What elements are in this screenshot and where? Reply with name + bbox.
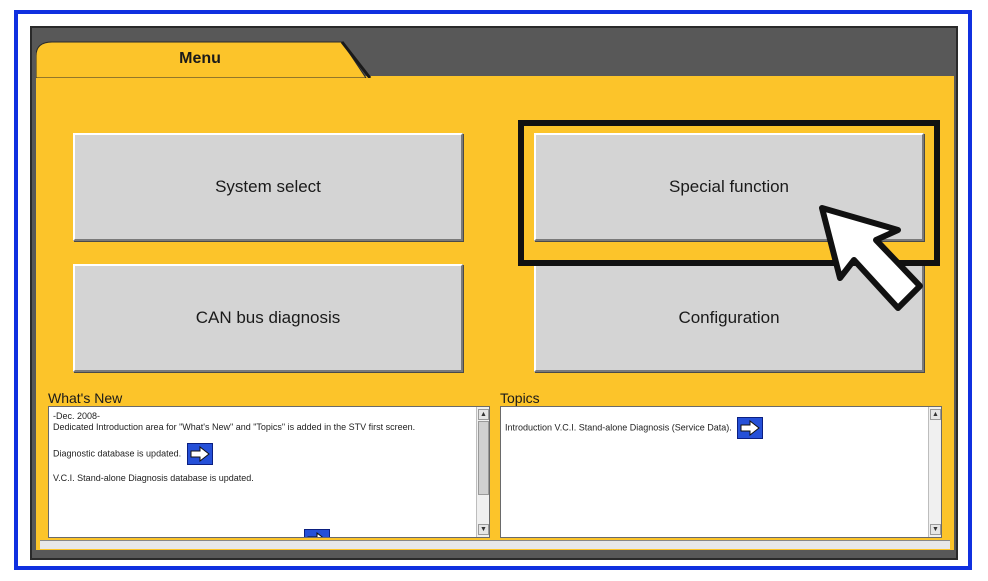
highlight-box — [518, 120, 940, 266]
special-function-label: Special function — [668, 177, 790, 196]
menu-tab-label: Menu — [179, 50, 221, 67]
pointer-cursor-icon — [819, 205, 923, 311]
scroll-down-icon[interactable]: ▼ — [930, 524, 941, 535]
whats-new-scrollbar[interactable]: ▲ ▼ — [476, 407, 489, 537]
scroll-up-icon[interactable]: ▲ — [930, 409, 941, 420]
topics-intro: Introduction V.C.I. Stand-alone Diagnosi… — [505, 422, 732, 433]
scroll-up-icon[interactable]: ▲ — [478, 409, 489, 420]
configuration-label: Configuration — [678, 308, 780, 327]
menu-tab-shape[interactable] — [36, 36, 376, 78]
whats-new-date: -Dec. 2008- — [53, 411, 101, 421]
right-arrow-icon[interactable] — [304, 529, 330, 537]
can-bus-diagnosis-button[interactable]: CAN bus diagnosis — [73, 264, 463, 372]
can-bus-diagnosis-label: CAN bus diagnosis — [195, 308, 341, 327]
whats-new-diagnostic-db: Diagnostic database is updated. — [53, 448, 182, 459]
topics-title: Topics — [500, 390, 540, 406]
topics-box[interactable]: Introduction V.C.I. Stand-alone Diagnosi… — [500, 406, 942, 538]
system-select-button[interactable]: System select — [73, 133, 463, 241]
right-arrow-icon[interactable] — [186, 443, 213, 465]
whats-new-box[interactable]: -Dec. 2008- Dedicated Introduction area … — [48, 406, 490, 538]
scroll-down-icon[interactable]: ▼ — [478, 524, 489, 535]
whats-new-intro: Dedicated Introduction area for "What's … — [53, 422, 416, 432]
whats-new-vci-db: V.C.I. Stand-alone Diagnosis database is… — [53, 473, 254, 483]
scroll-thumb[interactable] — [478, 421, 489, 495]
bottom-strip — [40, 540, 950, 549]
topics-scrollbar[interactable]: ▲ ▼ — [928, 407, 941, 537]
system-select-label: System select — [215, 177, 321, 196]
right-arrow-icon[interactable] — [737, 417, 764, 439]
whats-new-title: What's New — [48, 390, 123, 406]
